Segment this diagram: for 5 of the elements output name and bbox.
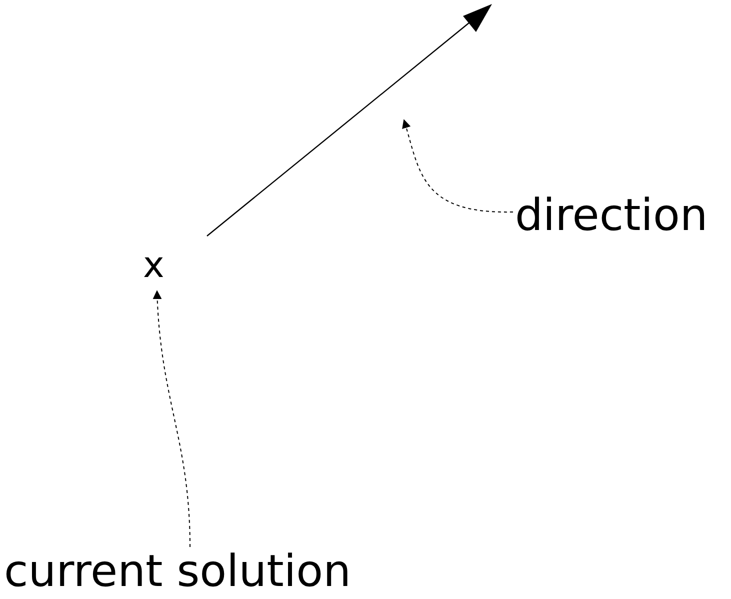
leader-line [402, 119, 514, 212]
direction-label: direction [515, 192, 709, 240]
solution-label: current solution [4, 548, 352, 596]
leader-line [152, 290, 190, 548]
variable-label: x [143, 246, 166, 286]
